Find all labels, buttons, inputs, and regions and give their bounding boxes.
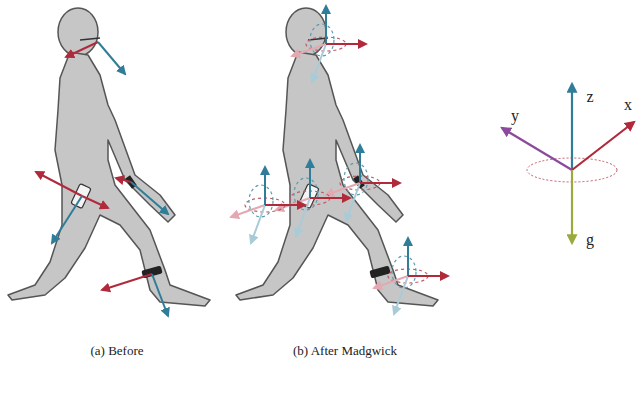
axis-label: g: [586, 231, 594, 249]
walking-figure-before: [8, 8, 210, 316]
subfigure-caption: (b) After Madgwick: [293, 343, 397, 359]
walking-figure-after: [231, 6, 448, 314]
subfigure-caption: (a) Before: [90, 343, 143, 359]
axis-label: y: [511, 107, 519, 125]
axis-legend: [502, 84, 634, 243]
axis-label: x: [624, 96, 632, 114]
axis-label: z: [586, 88, 593, 106]
